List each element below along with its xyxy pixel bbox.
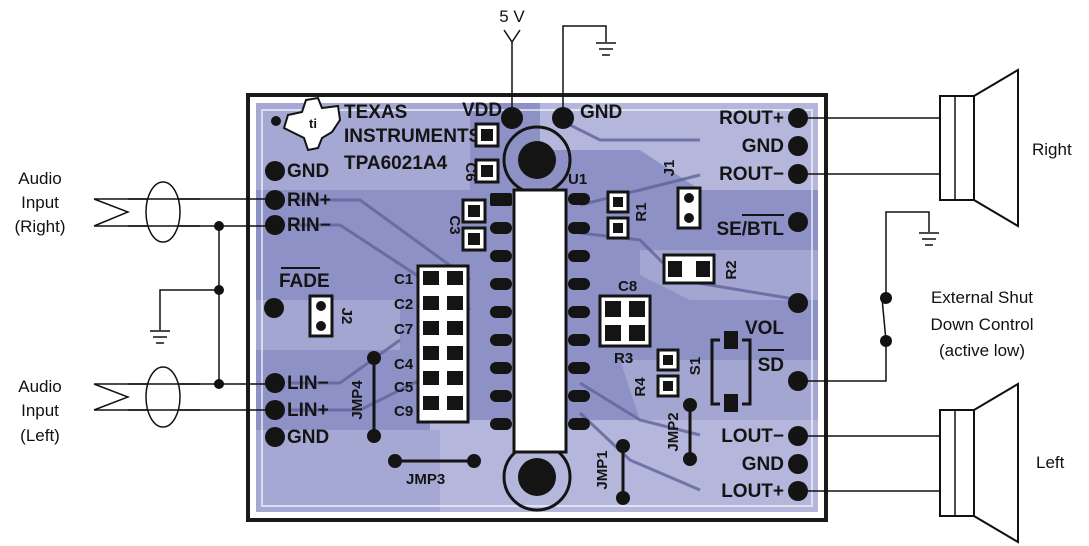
speaker-right-label: Right [1032, 140, 1072, 159]
gnd-top-label: GND [580, 102, 622, 123]
speaker-left [939, 382, 1019, 544]
jmp1-label: JMP1 [594, 450, 611, 489]
c4-label: C4 [394, 356, 414, 373]
pin-right-gnd-top: GND [742, 136, 784, 157]
switch-contact-dot [880, 335, 892, 347]
pad-left-gnd-top [265, 161, 285, 181]
pin-rin-minus: RIN− [287, 215, 331, 236]
pad-vol [788, 293, 808, 313]
j1-jumper [676, 186, 702, 230]
s1-switch [710, 331, 752, 412]
c8-label: C8 [618, 278, 637, 295]
pin-rout-plus: ROUT+ [719, 108, 784, 129]
r2-component [662, 253, 716, 285]
audio-input-left-line2: Input [21, 401, 59, 420]
pad-right-gnd-top [788, 136, 808, 156]
jmp2-jumper [683, 398, 697, 466]
u1-label: U1 [568, 171, 587, 188]
pin-lin-minus: LIN− [287, 373, 329, 394]
r4-component [656, 348, 680, 398]
audio-input-right-line3: (Right) [14, 217, 65, 236]
pin-lin-plus: LIN+ [287, 400, 329, 421]
pad-right-gnd-bottom [788, 454, 808, 474]
ground-symbol [596, 42, 616, 56]
r2-label: R2 [723, 260, 740, 279]
jmp1-jumper [616, 439, 630, 505]
junction-dot [214, 379, 224, 389]
s1-label: S1 [687, 357, 704, 375]
c8-r3-block [598, 294, 652, 348]
j2-jumper [308, 294, 334, 338]
audio-input-right-line1: Audio [18, 169, 61, 188]
vdd-label: VDD [462, 100, 502, 121]
shutdown-line2: Down Control [931, 315, 1034, 334]
pin-rout-minus: ROUT− [719, 164, 784, 185]
pin-se-btl: SE/BTL [716, 219, 784, 240]
pin-left-gnd-top: GND [287, 161, 329, 182]
c6-label: C6 [462, 162, 479, 181]
r4-label: R4 [632, 377, 649, 397]
jmp3-label: JMP3 [406, 471, 445, 488]
j1-label: J1 [661, 160, 678, 177]
texas-instruments-logo: ti [271, 96, 342, 152]
fade-pad [264, 298, 284, 318]
speaker-right [939, 68, 1019, 228]
jmp2-label: JMP2 [665, 412, 682, 451]
audio-input-left-line3: (Left) [20, 426, 60, 445]
supply-5v-label: 5 V [499, 7, 525, 26]
ground-symbol [919, 232, 939, 246]
pad-rin-minus [265, 215, 285, 235]
u1-ic [490, 188, 590, 454]
j2-label: J2 [338, 308, 355, 325]
c3-label: C3 [446, 215, 463, 234]
junction-dot [214, 221, 224, 231]
logo-line-2: INSTRUMENTS [344, 126, 481, 147]
logo-line-1: TEXAS [344, 102, 407, 123]
r3-label: R3 [614, 350, 633, 367]
c7-label: C7 [394, 321, 413, 338]
fade-label: FADE [279, 271, 330, 292]
pin-rin-plus: RIN+ [287, 190, 331, 211]
part-number: TPA6021A4 [344, 153, 448, 174]
speaker-left-label: Left [1036, 453, 1065, 472]
shutdown-line3: (active low) [939, 341, 1025, 360]
r1-label: R1 [633, 202, 650, 221]
pin-sd: SD [758, 355, 784, 376]
pad-lin-minus [265, 373, 285, 393]
audio-input-left-line1: Audio [18, 377, 61, 396]
c6-component [474, 122, 500, 184]
junction-dot [214, 285, 224, 295]
jmp4-jumper [367, 351, 381, 443]
shutdown-line1: External Shut [931, 288, 1033, 307]
jmp4-label: JMP4 [349, 380, 366, 420]
c2-label: C2 [394, 296, 413, 313]
pin-lout-minus: LOUT− [721, 426, 784, 447]
switch-contact-dot [880, 292, 892, 304]
pin-left-gnd-bottom: GND [287, 427, 329, 448]
pin-right-gnd-bottom: GND [742, 454, 784, 475]
pad-left-gnd-bottom [265, 427, 285, 447]
r1-component [606, 190, 630, 240]
pin-lout-plus: LOUT+ [721, 481, 784, 502]
audio-input-right-line2: Input [21, 193, 59, 212]
svg-text:ti: ti [309, 116, 317, 131]
c9-label: C9 [394, 403, 413, 420]
jmp3-jumper [388, 454, 481, 468]
c5-label: C5 [394, 379, 413, 396]
coax-connector-right [93, 181, 181, 243]
c1-label: C1 [394, 271, 413, 288]
capacitor-bank [416, 264, 470, 424]
coax-connector-left [93, 366, 181, 428]
pad-rin-plus [265, 190, 285, 210]
pad-se-btl [788, 212, 808, 232]
ground-symbol [150, 330, 170, 344]
c3-component [461, 198, 487, 252]
pin-vol: VOL [745, 318, 784, 339]
